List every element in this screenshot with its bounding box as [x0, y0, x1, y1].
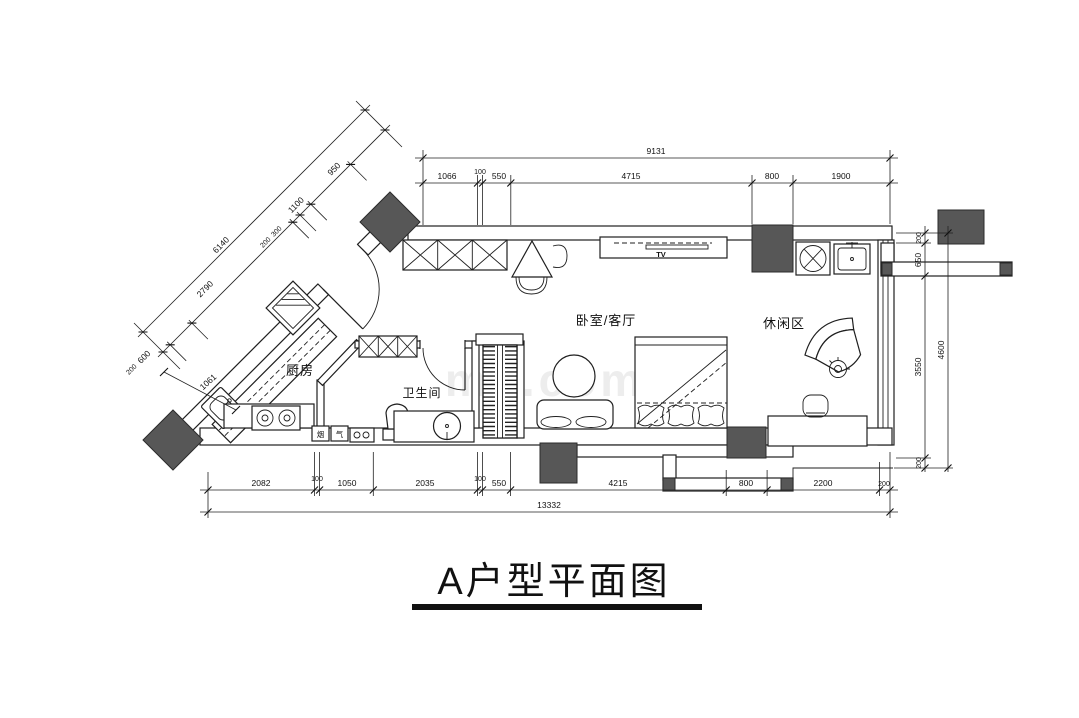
column-bottom-middle	[539, 442, 578, 484]
leisure-area	[767, 317, 868, 447]
pillows	[637, 404, 725, 427]
dim-bottom-seg-6: 4215	[609, 478, 628, 488]
dim-diag-seg-5: 600	[135, 348, 152, 365]
flue-box: 烟	[311, 425, 330, 442]
wardrobe-striped	[475, 333, 524, 439]
dim-top-seg-0: 1066	[438, 171, 457, 181]
flue-label: 烟	[317, 430, 325, 439]
room-label-leisure: 休闲区	[763, 316, 805, 331]
dim-top-overall: 9131	[647, 146, 666, 156]
dim-diag-seg-2: 300	[270, 225, 283, 238]
dim-diag-seg-3: 200	[259, 236, 272, 249]
column-bottom-right	[726, 426, 767, 459]
top-dimensions: 9131 1066 100 550 4715 800 1900	[415, 146, 898, 225]
bathroom-door	[422, 347, 466, 391]
dim-bottom-seg-5: 550	[492, 478, 506, 488]
structural-columns	[142, 191, 1013, 484]
dim-top-seg-5: 1900	[832, 171, 851, 181]
title-block: A户型平面图	[412, 561, 702, 610]
room-label-bedroom-living: 卧室/客厅	[576, 313, 637, 328]
dim-bottom-seg-2: 1050	[338, 478, 357, 488]
bedroom-living	[536, 336, 728, 430]
dim-right-overall: 4600	[936, 340, 946, 359]
dim-bottom-seg-0: 2082	[252, 478, 271, 488]
dim-diag-overall: 6140	[211, 234, 232, 255]
leisure-desk-chair	[767, 394, 868, 447]
kitchen: 烟 气	[201, 280, 375, 444]
room-label-bathroom: 卫生间	[402, 386, 441, 400]
right-dimensions: 200 650 3550 200 4600	[894, 226, 953, 472]
plan-title: A户型平面图	[437, 561, 670, 603]
dim-bottom-seg-3: 2035	[416, 478, 435, 488]
armchair-icon	[804, 317, 862, 373]
dim-right-seg-1: 650	[913, 253, 923, 267]
gas-meter-box: 气	[330, 425, 349, 442]
bed-icon	[634, 336, 728, 429]
hatched-cabinet	[358, 335, 418, 358]
dim-bottom-seg-9: 200	[878, 481, 890, 488]
dim-bottom-overall: 13332	[537, 500, 561, 510]
bathroom	[358, 333, 524, 443]
title-underline	[412, 604, 702, 610]
entry-door	[322, 249, 380, 330]
column-diamond-bottom	[142, 409, 204, 471]
dim-bottom-seg-8: 2200	[814, 478, 833, 488]
entry-cabinet-icon	[265, 280, 321, 336]
dim-right-seg-2: 3550	[913, 357, 923, 376]
dim-top-seg-2: 550	[492, 171, 506, 181]
study-desk-chair	[510, 239, 568, 295]
dim-right-seg-0: 200	[916, 232, 923, 244]
bench-seat	[536, 399, 614, 430]
column-top-right	[751, 224, 794, 273]
column-outside-top-right	[937, 209, 985, 245]
top-cabinets-x	[402, 239, 508, 271]
dim-top-seg-4: 800	[765, 171, 779, 181]
dim-diag-seg-4: 2790	[195, 278, 216, 299]
vanity-basin-icon	[393, 410, 475, 443]
dim-diag-seg-6: 200	[125, 363, 138, 376]
gas-label: 气	[336, 429, 344, 439]
tv-cabinet: TV	[599, 236, 728, 259]
column-diamond-top	[359, 191, 421, 253]
dim-bottom-seg-1: 100	[311, 476, 323, 483]
bottom-dimensions: 2082 100 1050 2035 100 550 4215 800 2200…	[200, 452, 898, 518]
double-socket-box	[349, 427, 375, 443]
dim-top-seg-1: 100	[474, 169, 486, 176]
dim-bottom-seg-7: 800	[739, 478, 753, 488]
flower-pot-icon	[829, 357, 850, 378]
tv-label: TV	[656, 250, 666, 259]
gas-stove-icon	[251, 405, 301, 431]
round-table-icon	[552, 354, 596, 398]
laundry-basin-icon	[833, 242, 871, 275]
dim-bottom-seg-4: 100	[474, 476, 486, 483]
balcony	[662, 454, 893, 492]
dim-right-seg-3: 200	[916, 457, 923, 469]
dim-top-seg-3: 4715	[622, 171, 641, 181]
washing-machine-icon	[795, 241, 831, 276]
room-label-kitchen: 厨房	[286, 363, 314, 378]
